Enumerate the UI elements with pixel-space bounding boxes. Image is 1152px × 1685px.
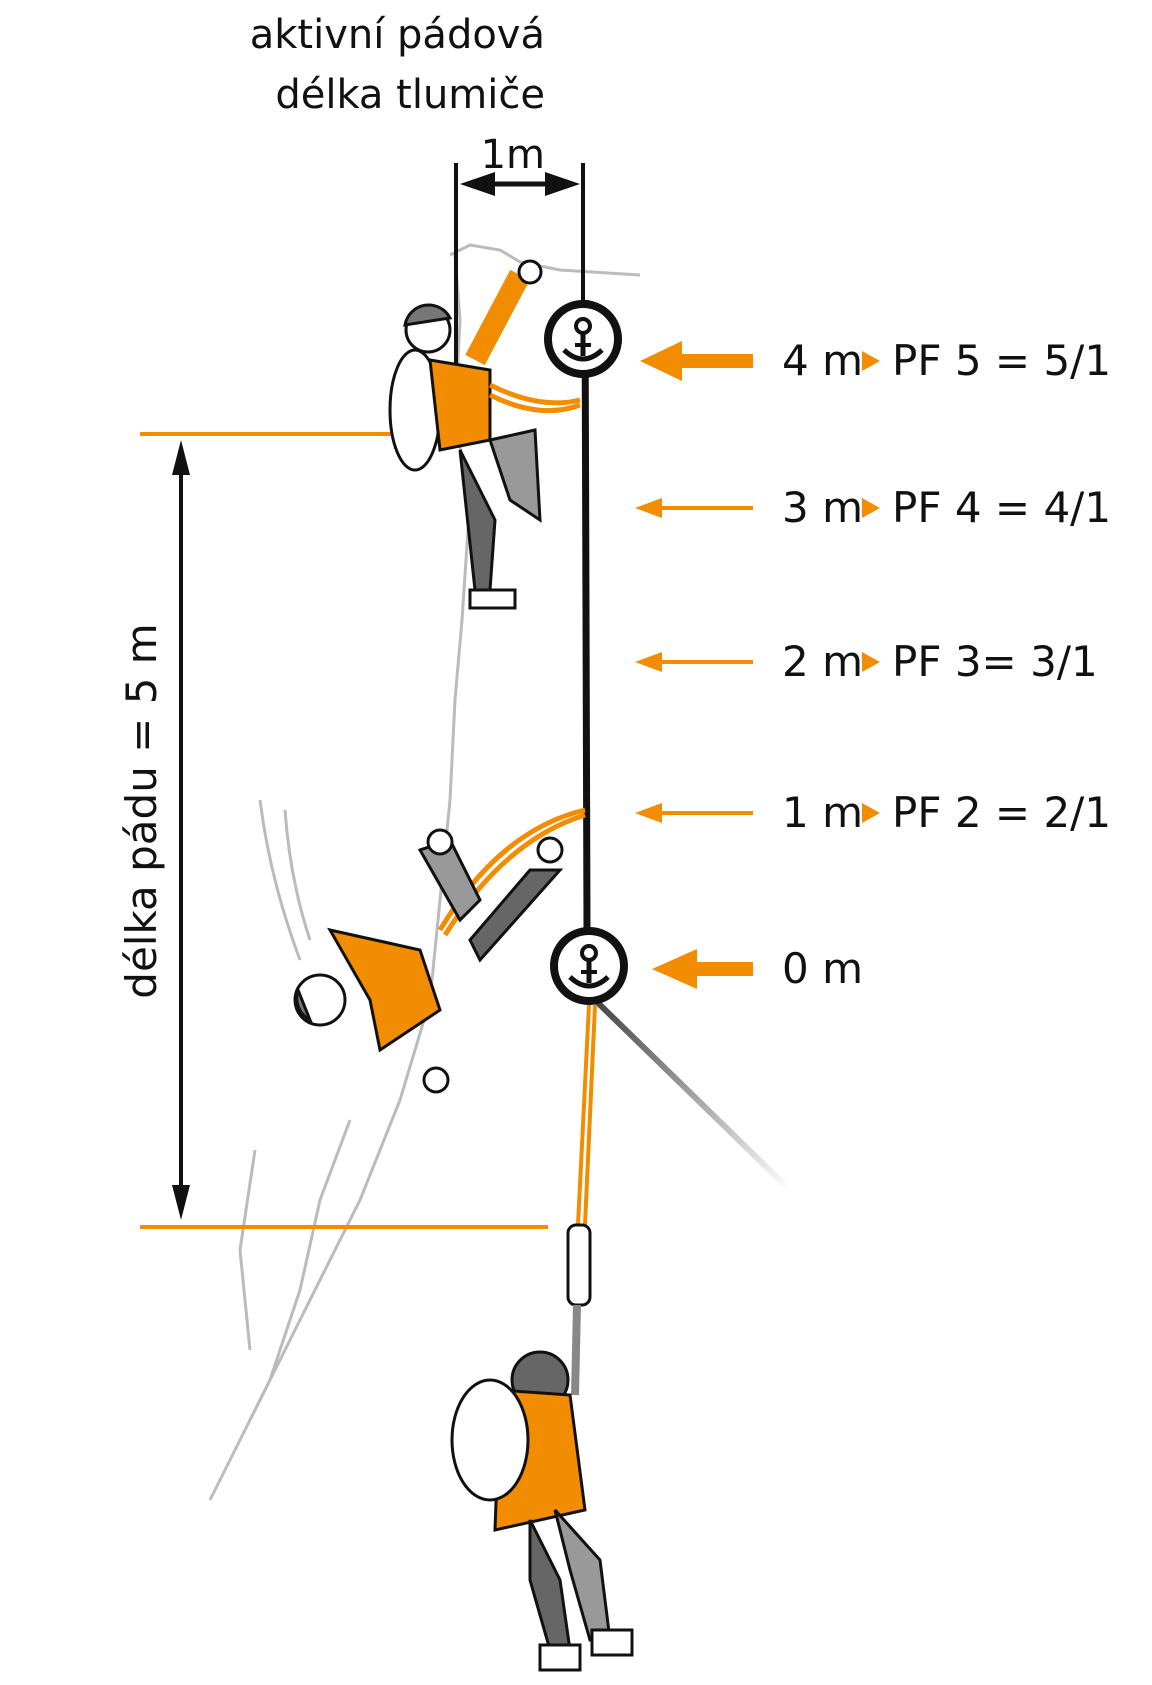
small-arrow-icon [862,351,880,371]
level-2m: 2 m PF 3= 3/1 [635,637,1098,686]
small-arrow-icon [862,498,880,518]
svg-text:2 m: 2 m [782,637,863,686]
anchor-icon-top [544,300,622,378]
small-arrow-icon [862,803,880,823]
svg-text:1 m: 1 m [782,788,863,837]
fall-length-arrow [172,440,190,1220]
title-line-2: délka tlumiče [275,72,545,118]
damper-length-label: 1m [481,132,545,178]
title-line-1: aktivní pádová [250,12,545,58]
svg-text:3 m: 3 m [782,483,863,532]
level-4m: 4 m PF 5 = 5/1 [640,336,1111,385]
anchor-icon-bottom [550,927,628,1005]
svg-text:PF 3= 3/1: PF 3= 3/1 [892,637,1098,686]
climber-falling [293,807,586,1094]
svg-text:PF 2 = 2/1: PF 2 = 2/1 [892,788,1111,837]
climber-hanging [450,1004,634,1672]
svg-text:4 m: 4 m [782,336,863,385]
climber-before-fall [388,259,581,610]
via-ferrata-cable [581,299,591,931]
svg-text:0 m: 0 m [782,944,863,993]
cable-continuation [592,997,793,1193]
level-1m: 1 m PF 2 = 2/1 [635,788,1111,837]
fall-length-label: délka pádu = 5 m [117,623,166,998]
svg-text:PF 5 = 5/1: PF 5 = 5/1 [892,336,1111,385]
svg-text:PF 4 = 4/1: PF 4 = 4/1 [892,483,1111,532]
small-arrow-icon [862,652,880,672]
level-0m: 0 m [652,944,863,993]
energy-absorber [566,1223,592,1307]
level-3m: 3 m PF 4 = 4/1 [635,483,1111,532]
damper-width-arrow [460,172,580,196]
